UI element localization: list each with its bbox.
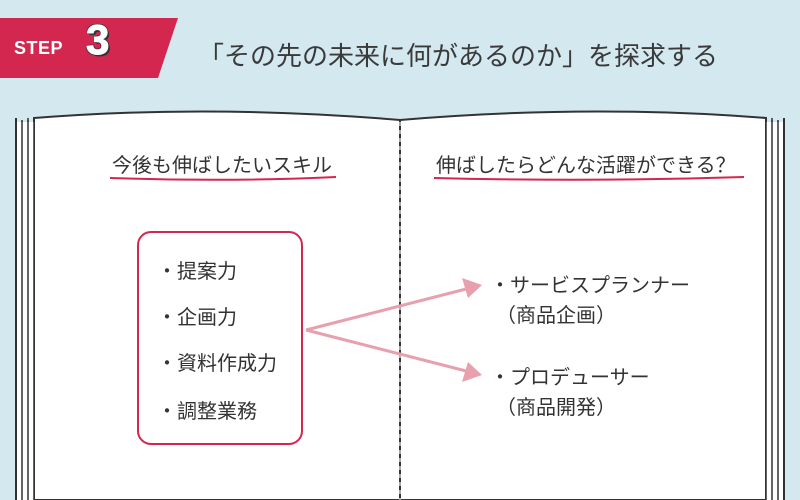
step-label: STEP (14, 38, 64, 58)
role-detail: （商品企画） (496, 303, 616, 327)
step-number: 3 (85, 16, 110, 64)
skill-item: ・提案力 (157, 259, 237, 283)
arrowhead-role-2 (462, 362, 482, 382)
skill-item: ・調整業務 (157, 399, 257, 423)
arrowhead-role-1 (462, 278, 482, 298)
role-name: ・プロデューサー (490, 365, 650, 389)
skill-item: ・資料作成力 (157, 351, 277, 375)
skills-box: ・提案力 ・企画力 ・資料作成力 ・調整業務 (137, 231, 303, 445)
step-banner (0, 18, 178, 78)
page-title: 「その先の未来に何があるのか」を探求する (198, 42, 719, 72)
right-heading-underline (433, 176, 745, 181)
arrow-to-role-1 (305, 286, 471, 332)
left-page-heading: 今後も伸ばしたいスキル (112, 153, 332, 177)
role-item: ・サービスプランナー （商品企画） (490, 270, 690, 330)
role-detail: （商品開発） (496, 395, 616, 419)
skill-item: ・企画力 (157, 305, 237, 329)
left-heading-underline (109, 176, 337, 181)
role-name: ・サービスプランナー (490, 273, 690, 297)
role-item: ・プロデューサー （商品開発） (490, 362, 650, 422)
arrow-to-role-2 (305, 328, 471, 374)
right-page-heading: 伸ばしたらどんな活躍ができる？ (436, 153, 736, 177)
